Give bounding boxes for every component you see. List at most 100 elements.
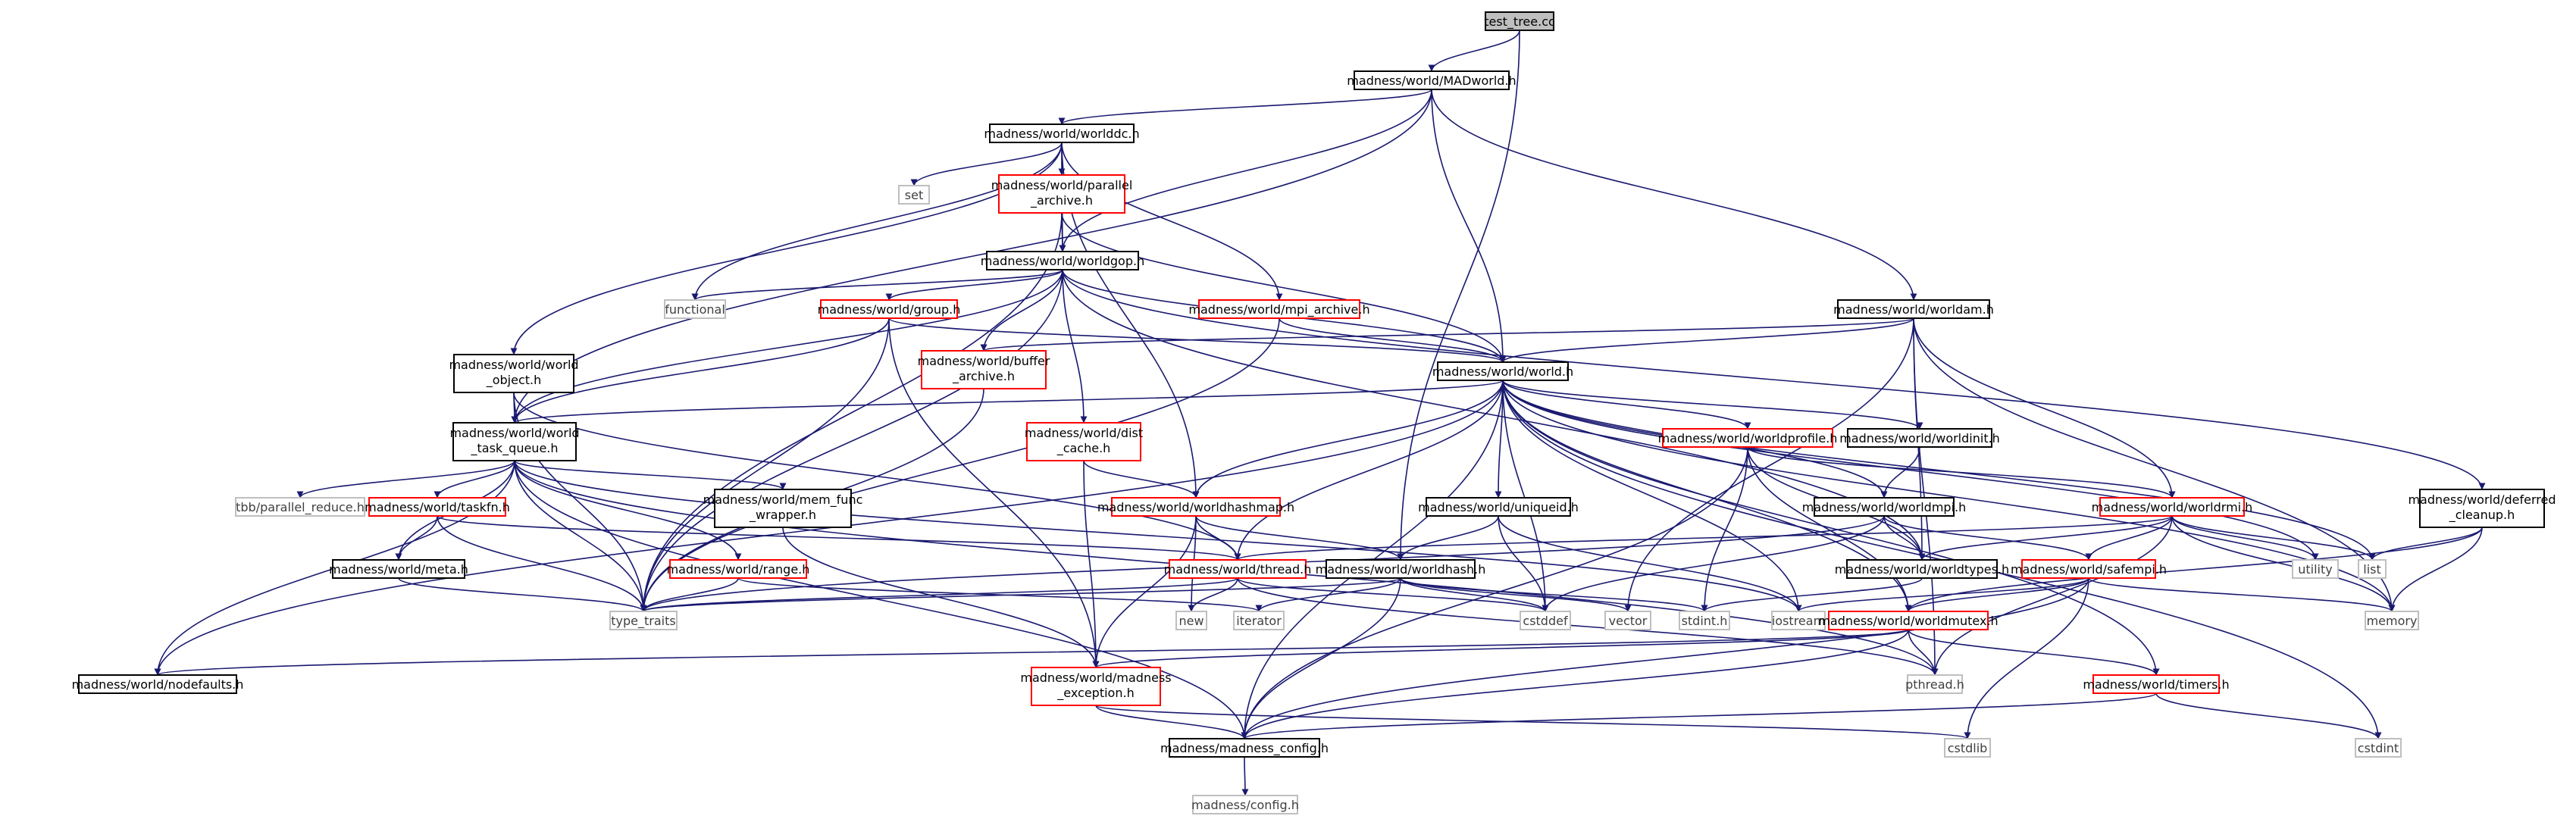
node-dist-cache[interactable]: madness/world/dist_cache.h bbox=[1025, 422, 1143, 461]
node-box bbox=[664, 299, 726, 319]
node-box bbox=[986, 251, 1139, 270]
node-safempi[interactable]: madness/world/safempi.h bbox=[2011, 559, 2167, 579]
node-label: madness/world/thread.h bbox=[1164, 562, 1312, 577]
node-label: madness/world/parallel bbox=[991, 178, 1133, 192]
edge-uniqueid-to-iostream bbox=[1498, 515, 1802, 612]
node-buffer-archive[interactable]: madness/world/buffer_archive.h bbox=[918, 350, 1050, 389]
edge-deferred_cleanup-to-worldmutex bbox=[1905, 527, 2483, 612]
edge-madworld-to-worlddc bbox=[1058, 89, 1432, 125]
edge-worldgop-to-group bbox=[885, 269, 1063, 301]
node-box bbox=[820, 299, 958, 319]
node-group[interactable]: madness/world/group.h bbox=[818, 299, 961, 319]
edge-worldmpi-to-safempi bbox=[1883, 515, 2092, 561]
edge-world-to-iostream bbox=[1502, 380, 1802, 612]
node-label: _archive.h bbox=[952, 369, 1015, 384]
edge-madness_exception-to-cstdlib bbox=[1095, 705, 1970, 739]
edge-worldrmi-to-pthread bbox=[1931, 515, 2173, 676]
node-thread[interactable]: madness/world/thread.h bbox=[1164, 559, 1312, 579]
edge-safempi-to-iostream bbox=[1795, 577, 2089, 612]
node-madworld[interactable]: madness/world/MADworld.h bbox=[1347, 70, 1516, 90]
node-box bbox=[2355, 738, 2402, 758]
node-uniqueid[interactable]: madness/world/uniqueid.h bbox=[1418, 497, 1579, 517]
node-label: functional bbox=[665, 302, 725, 317]
node-box bbox=[2358, 559, 2387, 579]
node-box bbox=[453, 354, 574, 393]
edge-worldmutex-to-pthread bbox=[1908, 629, 1939, 676]
node-label: madness/world/worldhashmap.h bbox=[1097, 500, 1294, 514]
edge-timers-to-cstdint bbox=[2155, 692, 2382, 739]
node-worlddc[interactable]: madness/world/worlddc.h bbox=[984, 123, 1140, 143]
node-parallel-archive[interactable]: madness/world/parallel_archive.h bbox=[991, 174, 1133, 214]
node-box bbox=[1679, 611, 1730, 630]
node-label: _cache.h bbox=[1056, 441, 1111, 456]
node-label: cstdlib bbox=[1948, 741, 1988, 755]
edge-safempi-to-memory bbox=[2088, 577, 2396, 612]
node-label: _object.h bbox=[486, 373, 542, 388]
edge-madworld-to-worldgop bbox=[1059, 89, 1432, 252]
node-label: madness/config.h bbox=[1191, 798, 1299, 812]
edge-worldhashmap-to-worldhash bbox=[1195, 515, 1404, 561]
edge-range-to-type_traits bbox=[640, 577, 739, 612]
node-tbb-parallel-reduce: tbb/parallel_reduce.h bbox=[235, 497, 365, 517]
node-box bbox=[1026, 422, 1141, 461]
edge-world_task_queue-to-type_traits bbox=[514, 460, 647, 612]
node-world-task-queue[interactable]: madness/world/world_task_queue.h bbox=[449, 422, 580, 461]
node-nodefaults[interactable]: madness/world/nodefaults.h bbox=[72, 674, 244, 694]
node-label: madness/world/worldmutex.h bbox=[1818, 614, 1998, 628]
edge-worlddc-to-set bbox=[910, 142, 1063, 186]
edge-worldam-to-world bbox=[1499, 317, 1914, 363]
node-timers[interactable]: madness/world/timers.h bbox=[2083, 674, 2230, 694]
node-world[interactable]: madness/world/world.h bbox=[1432, 361, 1573, 381]
node-label: madness/world/world.h bbox=[1432, 364, 1573, 379]
edge-world_task_queue-to-mem_func_wrapper bbox=[514, 460, 787, 490]
node-madness-exception[interactable]: madness/world/madness_exception.h bbox=[1020, 667, 1172, 706]
node-label: madness/world/worldinit.h bbox=[1839, 431, 2000, 445]
node-box bbox=[1198, 299, 1360, 319]
edge-world-to-world_task_queue bbox=[511, 380, 1504, 424]
node-deferred-cleanup[interactable]: madness/world/deferred_cleanup.h bbox=[2408, 489, 2556, 528]
node-label: madness/world/buffer bbox=[918, 354, 1050, 368]
edge-worldmutex-to-madness_config bbox=[1241, 629, 1909, 739]
node-label: vector bbox=[1609, 614, 1648, 628]
node-worldprofile[interactable]: madness/world/worldprofile.h bbox=[1658, 428, 1838, 448]
node-worldmpi[interactable]: madness/world/worldmpi.h bbox=[1802, 497, 1967, 517]
node-worldinit[interactable]: madness/world/worldinit.h bbox=[1839, 428, 2000, 448]
node-meta[interactable]: madness/world/meta.h bbox=[329, 559, 468, 579]
node-worldtypes[interactable]: madness/world/worldtypes.h bbox=[1835, 559, 2009, 579]
edge-worldinit-to-worldmpi bbox=[1880, 446, 1920, 499]
node-label: madness/world/worldtypes.h bbox=[1835, 562, 2009, 577]
node-iostream: iostream bbox=[1771, 611, 1826, 630]
node-label: madness/world/worlddc.h bbox=[984, 127, 1139, 141]
node-vector: vector bbox=[1604, 611, 1651, 630]
node-worldam[interactable]: madness/world/worldam.h bbox=[1833, 299, 1994, 319]
edge-worldprofile-to-worldmutex bbox=[1747, 446, 1912, 612]
node-cstdlib: cstdlib bbox=[1944, 738, 1991, 758]
node-label: madness/world/meta.h bbox=[329, 562, 468, 577]
edge-worlddc-to-world_object bbox=[510, 142, 1063, 355]
node-worldrmi[interactable]: madness/world/worldrmi.h bbox=[2092, 497, 2253, 517]
node-box bbox=[1828, 611, 1989, 630]
node-mem-func-wrapper[interactable]: madness/world/mem_func_wrapper.h bbox=[703, 489, 863, 528]
node-label: madness/world/range.h bbox=[667, 562, 810, 577]
node-taskfn[interactable]: madness/world/taskfn.h bbox=[365, 497, 510, 517]
node-worldmutex[interactable]: madness/world/worldmutex.h bbox=[1818, 611, 1999, 630]
node-madness-config[interactable]: madness/madness_config.h bbox=[1160, 738, 1329, 758]
node-worldhashmap[interactable]: madness/world/worldhashmap.h bbox=[1097, 497, 1294, 517]
node-label: cstdint bbox=[2358, 741, 2399, 755]
node-range[interactable]: madness/world/range.h bbox=[667, 559, 810, 579]
node-label: madness/world/worldprofile.h bbox=[1658, 431, 1838, 445]
node-mpi-archive[interactable]: madness/world/mpi_archive.h bbox=[1188, 299, 1370, 319]
node-worldgop[interactable]: madness/world/worldgop.h bbox=[981, 251, 1144, 270]
node-box bbox=[1175, 611, 1207, 630]
edge-thread-to-type_traits bbox=[640, 577, 1238, 612]
node-label: madness/world/nodefaults.h bbox=[72, 677, 244, 692]
node-world-object[interactable]: madness/world/world_object.h bbox=[449, 354, 579, 393]
edge-worldtypes-to-stdint_h bbox=[1701, 577, 1923, 612]
node-box bbox=[332, 559, 465, 579]
node-worldhash[interactable]: madness/world/worldhash.h bbox=[1316, 559, 1486, 579]
node-box bbox=[1169, 559, 1307, 579]
node-box bbox=[921, 350, 1047, 389]
node-test-tree[interactable]: test_tree.cc bbox=[1484, 11, 1555, 31]
edge-worldam-to-buffer_archive bbox=[981, 317, 1914, 352]
node-box bbox=[1111, 497, 1281, 517]
